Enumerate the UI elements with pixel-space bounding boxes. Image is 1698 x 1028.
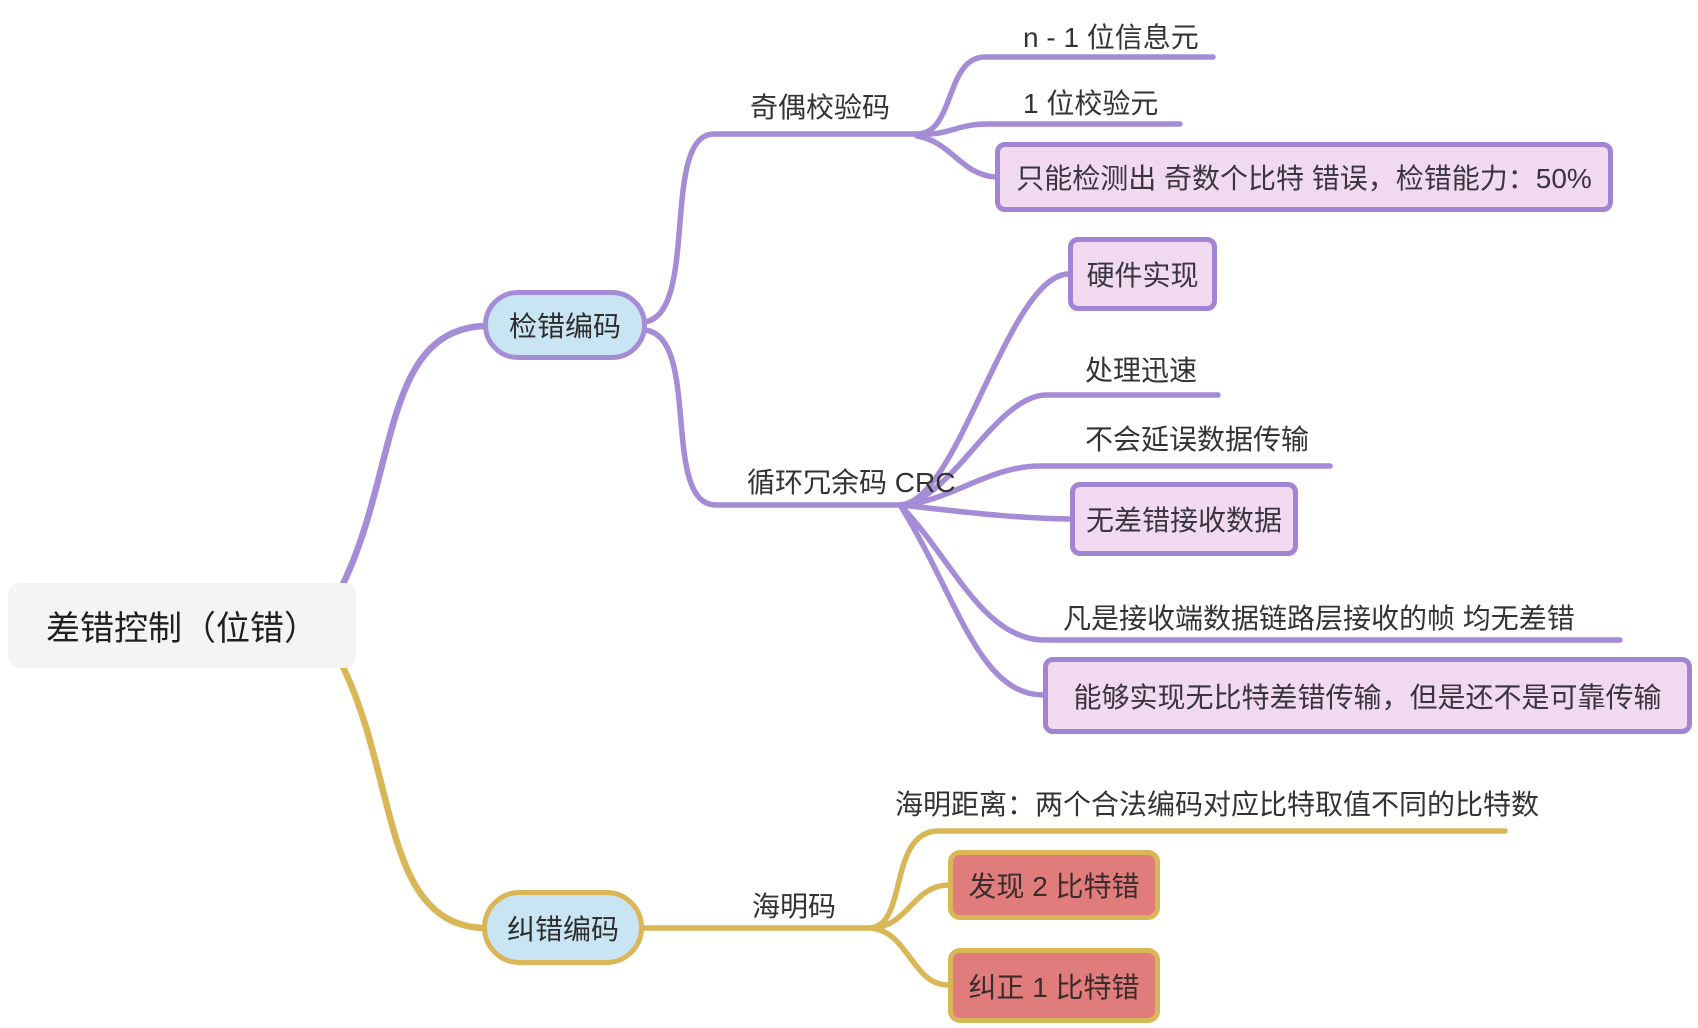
branch-crc-to-nodelay <box>897 463 1333 508</box>
branch-hamming-to-distance <box>867 828 1508 931</box>
branch-parity-to-capability <box>914 133 998 180</box>
branch-crc-to-biterrorfree <box>897 502 1046 698</box>
hamming-detect-2bit-label: 发现 2 比特错 <box>968 871 1140 902</box>
hamming-distance-label: 海明距离：两个合法编码对应比特取值不同的比特数 <box>895 789 1540 820</box>
crc-hardware-node[interactable]: 硬件实现 <box>1068 237 1217 311</box>
correct-coding-label: 纠错编码 <box>506 913 619 945</box>
hamming-node[interactable]: 海明码 <box>752 885 836 925</box>
branch-crc-to-fast <box>897 392 1221 508</box>
root-node-label: 差错控制（位错） <box>46 610 318 648</box>
parity-check-label: 奇偶校验码 <box>750 92 891 123</box>
crc-bit-error-free-label: 能够实现无比特差错传输，但是还不是可靠传输 <box>1073 681 1662 713</box>
hamming-distance-node[interactable]: 海明距离：两个合法编码对应比特取值不同的比特数 <box>895 783 1539 823</box>
hamming-detect-2bit-node[interactable]: 发现 2 比特错 <box>948 850 1160 920</box>
crc-error-free-receive-label: 无差错接收数据 <box>1085 505 1282 536</box>
crc-node[interactable]: 循环冗余码 CRC <box>747 461 955 501</box>
crc-bit-error-free-node[interactable]: 能够实现无比特差错传输，但是还不是可靠传输 <box>1043 657 1692 734</box>
hamming-correct-1bit-node[interactable]: 纠正 1 比特错 <box>948 948 1160 1023</box>
check-bit-node[interactable]: 1 位校验元 <box>1023 82 1158 122</box>
branch-parity-to-info <box>914 54 1216 137</box>
root-node[interactable]: 差错控制（位错） <box>8 583 356 668</box>
parity-capability-node[interactable]: 只能检测出 奇数个比特 错误，检错能力：50% <box>995 142 1613 212</box>
crc-frames-no-error-node[interactable]: 凡是接收端数据链路层接收的帧 均无差错 <box>1063 597 1575 637</box>
branch-hamming-to-detect2 <box>867 882 951 931</box>
branch-detect-to-parity <box>641 131 920 325</box>
branch-parity-to-check <box>914 121 1183 137</box>
branch-root-to-correct <box>338 661 486 932</box>
detect-coding-label: 检错编码 <box>508 311 621 342</box>
crc-hardware-label: 硬件实现 <box>1086 260 1199 291</box>
branch-crc-to-errorfree <box>897 502 1073 522</box>
hamming-correct-1bit-label: 纠正 1 比特错 <box>968 971 1140 1003</box>
crc-fast-label: 处理迅速 <box>1085 355 1198 386</box>
branch-crc-to-hardware <box>897 271 1071 508</box>
crc-no-delay-node[interactable]: 不会延误数据传输 <box>1085 418 1309 458</box>
crc-fast-node[interactable]: 处理迅速 <box>1085 349 1197 389</box>
parity-capability-label: 只能检测出 奇数个比特 错误，检错能力：50% <box>1016 163 1592 194</box>
crc-no-delay-label: 不会延误数据传输 <box>1085 424 1310 455</box>
info-bits-label: n - 1 位信息元 <box>1023 22 1199 53</box>
crc-error-free-receive-node[interactable]: 无差错接收数据 <box>1070 482 1298 556</box>
branch-hamming-to-correct1 <box>867 925 951 988</box>
info-bits-node[interactable]: n - 1 位信息元 <box>1023 16 1199 56</box>
parity-check-node[interactable]: 奇偶校验码 <box>750 86 890 126</box>
detect-coding-node[interactable]: 检错编码 <box>483 290 647 360</box>
crc-label: 循环冗余码 CRC <box>747 467 956 498</box>
branch-root-to-detect <box>338 322 487 590</box>
correct-coding-node[interactable]: 纠错编码 <box>482 890 644 965</box>
crc-frames-no-error-label: 凡是接收端数据链路层接收的帧 均无差错 <box>1063 603 1575 634</box>
hamming-label: 海明码 <box>752 891 837 922</box>
branch-crc-to-frames <box>897 502 1623 643</box>
check-bit-label: 1 位校验元 <box>1023 88 1159 119</box>
branch-detect-to-crc <box>641 327 903 508</box>
